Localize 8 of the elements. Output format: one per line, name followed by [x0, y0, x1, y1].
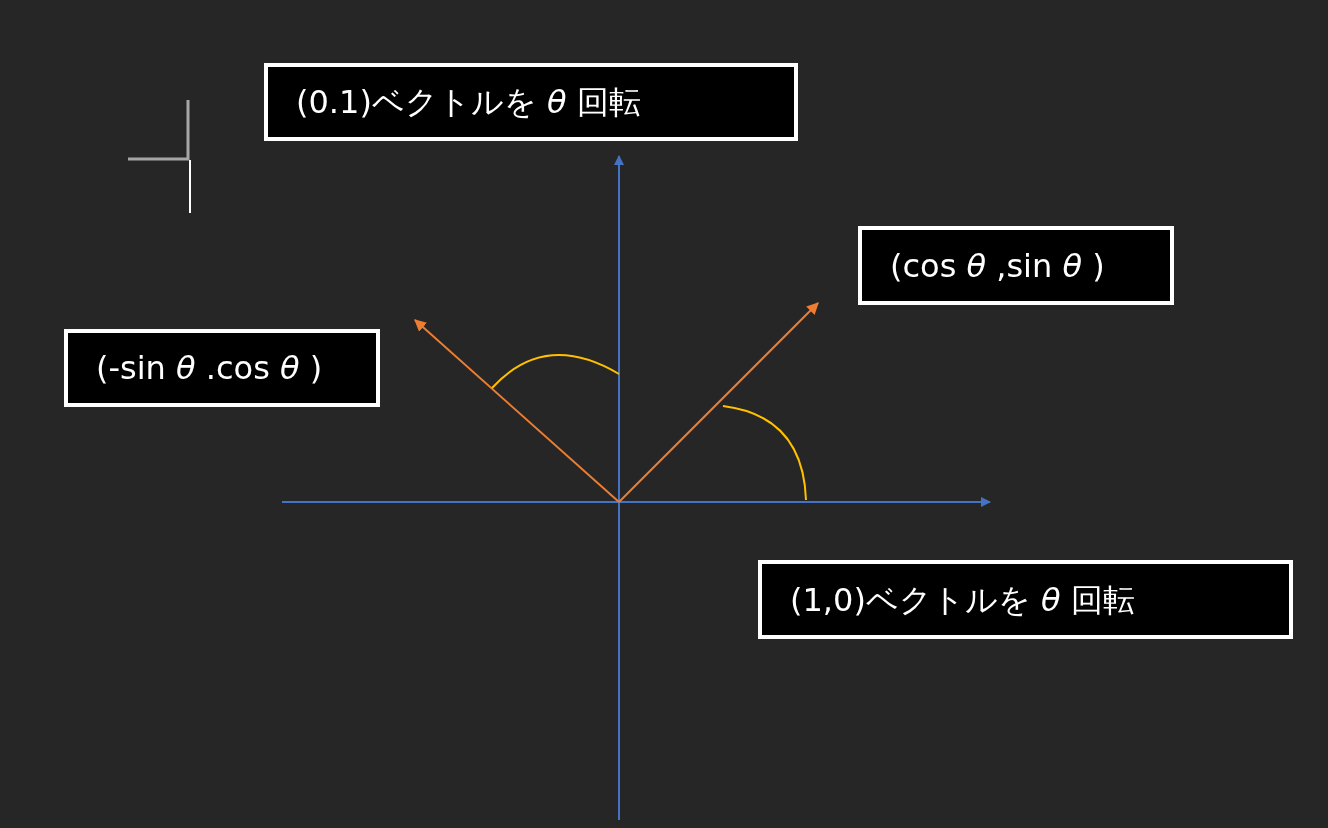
label-box: [64, 329, 380, 407]
coordinate-label: (1,0)ベクトルを θ 回転: [790, 579, 1135, 620]
label-box: [264, 63, 798, 141]
coordinate-label: (-sin θ .cos θ ): [96, 348, 323, 388]
label-box: [858, 226, 1174, 305]
label-box: [758, 560, 1293, 639]
coordinate-label: (cos θ ,sin θ ): [890, 245, 1105, 286]
coordinate-label: (0.1)ベクトルを θ 回転: [296, 82, 641, 122]
